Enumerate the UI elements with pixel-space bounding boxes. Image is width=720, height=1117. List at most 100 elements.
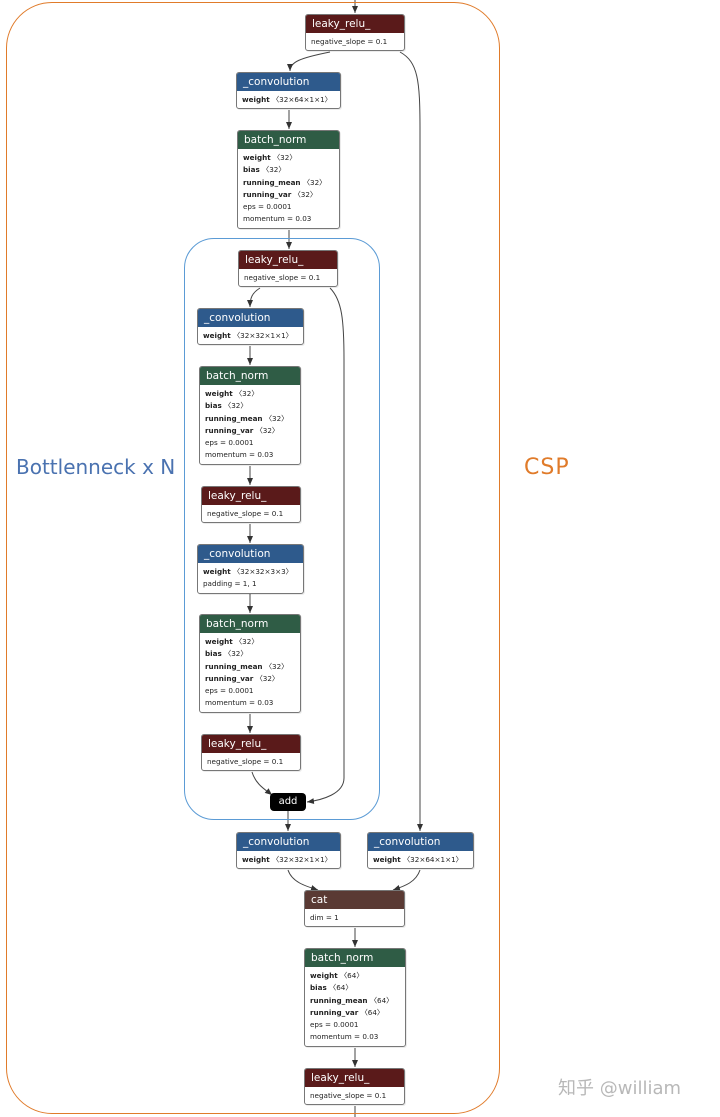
node-title: _convolution [237,833,340,851]
csp-group-label: CSP [524,455,570,480]
node-title: batch_norm [305,949,405,967]
bottleneck-group-label: Bottlenneck x N [16,455,176,479]
node-attribute: running_var 〈64〉 [310,1007,400,1019]
node-attribute: dim = 1 [310,912,399,924]
node-attribute: weight 〈64〉 [310,970,400,982]
node-attribute: weight 〈32×64×1×1〉 [373,854,468,866]
attribute-value: 〈32〉 [255,673,280,683]
node-attribute: bias 〈64〉 [310,982,400,994]
attribute-key: bias [310,983,327,993]
attribute-key: weight [203,567,231,576]
node-attributes: weight 〈32〉bias 〈32〉running_mean 〈32〉run… [200,385,300,464]
attribute-value: 〈32〉 [262,165,286,175]
node-attributes: dim = 1 [305,909,404,926]
node-attributes: weight 〈32×32×1×1〉 [198,327,303,344]
node-title: cat [305,891,404,909]
node-relu5: leaky_relu_negative_slope = 0.1 [304,1068,405,1106]
node-attribute: bias 〈32〉 [243,164,334,176]
attribute-value: eps = 0.0001 [310,1020,359,1030]
node-title: batch_norm [200,615,300,633]
node-attributes: weight 〈32×64×1×1〉 [368,851,473,868]
attribute-value: eps = 0.0001 [243,202,292,212]
node-title: leaky_relu_ [202,735,300,753]
node-title: _convolution [198,545,303,563]
attribute-key: running_mean [205,661,263,671]
attribute-key: weight [242,855,270,864]
node-attributes: negative_slope = 0.1 [305,1087,404,1104]
node-attribute: bias 〈32〉 [205,400,295,412]
attribute-key: weight [205,637,233,646]
attribute-value: eps = 0.0001 [205,686,254,696]
node-attributes: weight 〈32〉bias 〈32〉running_mean 〈32〉run… [200,633,300,712]
attribute-value: negative_slope = 0.1 [311,37,388,46]
attribute-value: 〈32〉 [224,649,248,659]
attribute-value: momentum = 0.03 [243,214,312,224]
node-relu2: leaky_relu_ negative_slope = 0.1 [238,250,338,288]
attribute-key: bias [243,165,260,175]
attribute-value: 〈64〉 [339,971,364,980]
attribute-value: momentum = 0.03 [205,698,274,708]
node-relu1: leaky_relu_negative_slope = 0.1 [305,14,405,52]
node-add: add [270,793,306,811]
attribute-key: running_var [310,1007,359,1017]
node-title: _convolution [237,73,340,91]
attribute-value: dim = 1 [310,913,339,922]
node-attribute: weight 〈32〉 [205,388,295,400]
node-attribute: running_mean 〈32〉 [205,413,295,425]
attribute-value: 〈32×32×3×3〉 [232,567,293,576]
attribute-key: running_var [205,425,254,435]
attribute-key: running_mean [205,413,263,423]
node-attribute: momentum = 0.03 [205,449,295,461]
node-attribute: negative_slope = 0.1 [310,1090,399,1102]
attribute-value: 〈64〉 [360,1007,385,1017]
node-attributes: negative_slope = 0.1 [202,753,300,770]
bottleneck-group-frame [184,238,380,820]
attribute-value: 〈64〉 [369,995,394,1005]
node-title: _convolution [198,309,303,327]
attribute-key: weight [205,389,233,398]
node-attributes: negative_slope = 0.1 [306,33,404,50]
attribute-key: running_var [243,189,292,199]
attribute-value: 〈32〉 [255,425,280,435]
csp-group-frame [6,2,500,1114]
node-attribute: running_mean 〈32〉 [243,177,334,189]
node-attribute: running_mean 〈32〉 [205,661,295,673]
attribute-value: 〈32〉 [264,661,289,671]
node-attribute: weight 〈32〉 [205,636,295,648]
node-attribute: padding = 1, 1 [203,578,298,590]
node-attribute: momentum = 0.03 [205,697,295,709]
attribute-value: padding = 1, 1 [203,579,257,589]
node-attributes: negative_slope = 0.1 [202,505,300,522]
attribute-value: 〈32〉 [272,153,297,162]
attribute-key: weight [203,331,231,340]
attribute-key: running_var [205,673,254,683]
node-title: leaky_relu_ [202,487,300,505]
node-attribute: eps = 0.0001 [310,1019,400,1031]
attribute-value: negative_slope = 0.1 [310,1091,387,1100]
attribute-value: negative_slope = 0.1 [207,757,284,766]
attribute-value: 〈32〉 [234,637,259,646]
attribute-value: momentum = 0.03 [310,1032,379,1042]
node-attribute: running_var 〈32〉 [243,189,334,201]
node-attribute: negative_slope = 0.1 [207,508,295,520]
node-attributes: weight 〈32×64×1×1〉 [237,91,340,108]
node-title: leaky_relu_ [239,251,337,269]
node-attribute: weight 〈32×32×1×1〉 [242,854,335,866]
attribute-key: bias [205,649,222,659]
attribute-key: running_mean [310,995,368,1005]
node-attribute: running_var 〈32〉 [205,425,295,437]
node-attribute: negative_slope = 0.1 [244,272,332,284]
node-attribute: running_mean 〈64〉 [310,995,400,1007]
node-relu3: leaky_relu_ negative_slope = 0.1 [201,486,301,524]
attribute-value: 〈32〉 [234,389,259,398]
node-attributes: weight 〈32〉bias 〈32〉running_mean 〈32〉run… [238,149,339,228]
attribute-value: eps = 0.0001 [205,438,254,448]
node-attribute: momentum = 0.03 [310,1031,400,1043]
node-relu4: leaky_relu_ negative_slope = 0.1 [201,734,301,772]
node-attribute: weight 〈32〉 [243,152,334,164]
